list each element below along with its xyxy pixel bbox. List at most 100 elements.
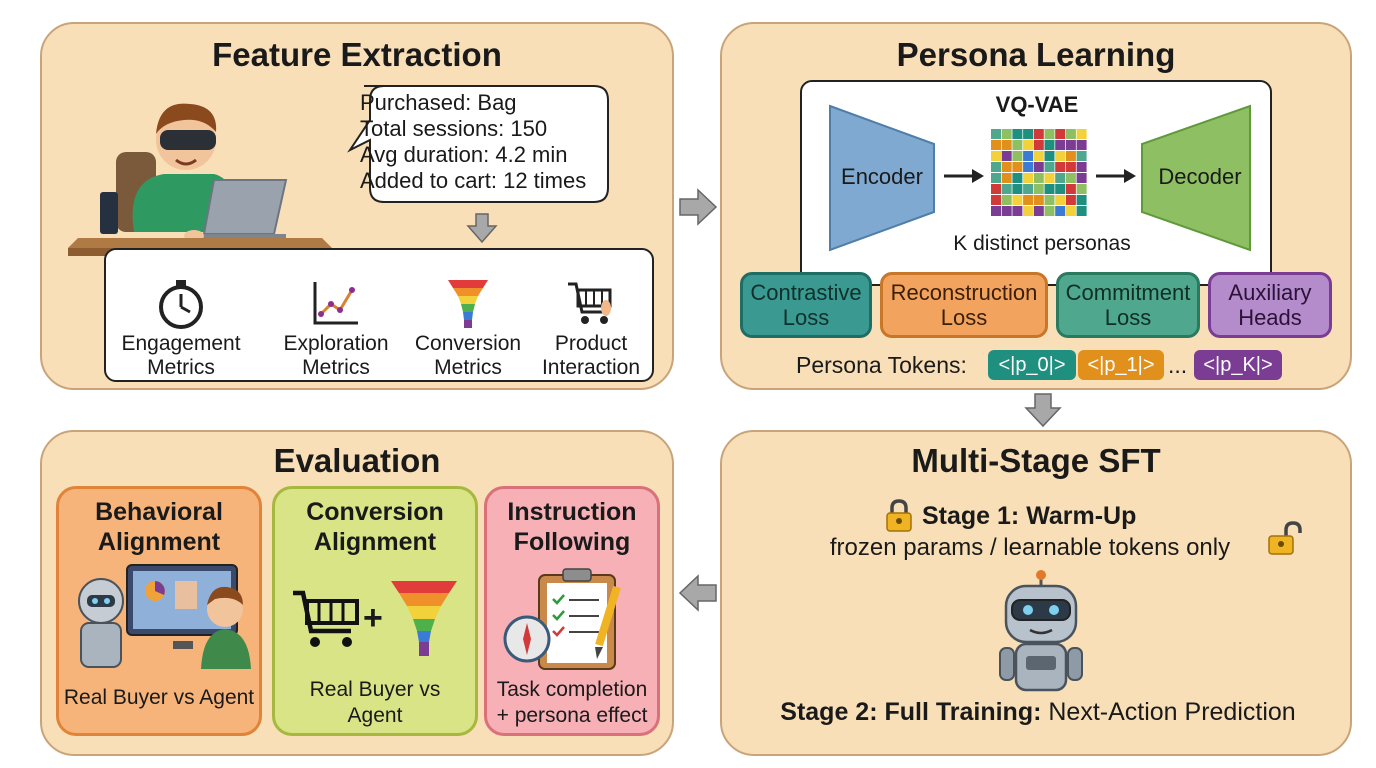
metric-label-line: Metrics bbox=[147, 356, 215, 379]
codebook-cell bbox=[1044, 162, 1055, 172]
codebook-cell bbox=[1055, 140, 1066, 150]
codebook-cell bbox=[1012, 173, 1023, 183]
left-arrow-icon bbox=[678, 574, 717, 612]
multi-stage-sft-title: Multi-Stage SFT bbox=[911, 442, 1161, 479]
persona-learning-panel: Persona Learning VQ-VAE Encoder Decoder … bbox=[720, 22, 1352, 390]
codebook-cell bbox=[1044, 173, 1055, 183]
metric-label-conversion: Conversion Metrics bbox=[404, 332, 532, 380]
codebook-cell bbox=[1076, 162, 1087, 172]
card-title-line: Alignment bbox=[97, 528, 221, 556]
codebook-cell bbox=[991, 129, 1001, 139]
codebook-cell bbox=[1023, 184, 1034, 194]
codebook-cell bbox=[1023, 195, 1034, 205]
funnel-icon bbox=[391, 581, 457, 656]
codebook-cell bbox=[1055, 206, 1066, 216]
persona-token: <|p_0|> bbox=[988, 350, 1076, 380]
codebook-cell bbox=[1023, 151, 1034, 161]
codebook-cell bbox=[1012, 195, 1023, 205]
codebook-cell bbox=[1044, 151, 1055, 161]
down-arrow-icon bbox=[466, 213, 498, 244]
codebook-cell bbox=[1001, 140, 1012, 150]
robot-illustration bbox=[999, 570, 1083, 692]
codebook-cell bbox=[1065, 195, 1076, 205]
codebook-cell bbox=[1076, 184, 1087, 194]
codebook-cell bbox=[1001, 206, 1012, 216]
loss-label-line: Reconstruction bbox=[890, 280, 1038, 305]
codebook-cell bbox=[1033, 184, 1044, 194]
user-with-laptop-illustration bbox=[68, 103, 332, 256]
vqvae-box: VQ-VAE Encoder Decoder K distinct person… bbox=[800, 80, 1272, 286]
right-arrow-icon bbox=[679, 188, 718, 226]
bubble-line: Avg duration: 4.2 min bbox=[360, 142, 568, 167]
line-chart-icon bbox=[313, 282, 358, 325]
card-caption: Task completion + persona effect bbox=[487, 677, 657, 729]
codebook-cell bbox=[1001, 162, 1012, 172]
card-caption-line: + persona effect bbox=[496, 704, 648, 727]
metric-label-exploration: Exploration Metrics bbox=[266, 332, 406, 380]
codebook-cell bbox=[1076, 195, 1087, 205]
stage2-line: Stage 2: Full Training: Next-Action Pred… bbox=[742, 698, 1334, 727]
codebook-cell bbox=[1055, 173, 1066, 183]
down-arrow-icon bbox=[1024, 393, 1062, 428]
unlock-icon bbox=[1268, 521, 1302, 555]
loss-label-line: Contrastive bbox=[750, 280, 862, 305]
codebook-cell bbox=[1033, 129, 1044, 139]
codebook-cell bbox=[1055, 162, 1066, 172]
codebook-cell bbox=[1023, 162, 1034, 172]
metric-label-line: Metrics bbox=[434, 356, 502, 379]
codebook-cell bbox=[1055, 184, 1066, 194]
codebook-cell bbox=[1012, 140, 1023, 150]
persona-learning-title: Persona Learning bbox=[896, 36, 1176, 73]
metric-label-engagement: Engagement Metrics bbox=[110, 332, 252, 380]
multi-stage-sft-panel: Multi-Stage SFT Stage 1: Warm-Up frozen … bbox=[720, 430, 1352, 756]
codebook-cell bbox=[1065, 151, 1076, 161]
robot-and-buyer-illustration bbox=[78, 564, 251, 669]
codebook-cell bbox=[991, 206, 1001, 216]
codebook-cell bbox=[1065, 173, 1076, 183]
metrics-box: Engagement Metrics Exploration Metrics C… bbox=[104, 248, 654, 382]
feature-extraction-title: Feature Extraction bbox=[212, 36, 502, 73]
card-title: Behavioral Alignment bbox=[59, 497, 259, 557]
metric-label-line: Engagement bbox=[121, 332, 241, 355]
arrow-right-icon bbox=[1096, 169, 1136, 183]
card-title-line: Alignment bbox=[313, 528, 437, 556]
metric-label-line: Exploration bbox=[283, 332, 389, 355]
persona-token: <|p_K|> bbox=[1194, 350, 1282, 380]
persona-tokens-label: Persona Tokens: bbox=[796, 352, 967, 378]
codebook-cell bbox=[1023, 173, 1034, 183]
codebook-cell bbox=[1065, 140, 1076, 150]
stopwatch-icon bbox=[159, 280, 203, 329]
codebook-cell bbox=[1023, 129, 1034, 139]
codebook-cell bbox=[991, 151, 1001, 161]
persona-token: <|p_1|> bbox=[1078, 350, 1164, 380]
codebook-cell bbox=[991, 184, 1001, 194]
codebook-cell bbox=[1012, 151, 1023, 161]
behavioral-alignment-card: Behavioral Alignment Real Buyer vs Agent bbox=[56, 486, 262, 736]
lock-icon bbox=[886, 499, 912, 532]
card-caption: Real Buyer vs Agent bbox=[275, 677, 475, 729]
loss-label-line: Auxiliary bbox=[1228, 280, 1312, 305]
funnel-icon bbox=[448, 280, 488, 328]
stage2-title: Stage 2: Full Training: bbox=[780, 698, 1042, 726]
loss-label-line: Loss bbox=[1104, 305, 1152, 330]
codebook-cell bbox=[1023, 140, 1034, 150]
codebook-cell bbox=[1001, 151, 1012, 161]
card-title: Conversion Alignment bbox=[275, 497, 475, 557]
stage1-description: frozen params / learnable tokens only bbox=[829, 534, 1231, 561]
codebook-cell bbox=[1012, 129, 1023, 139]
codebook-cell bbox=[1001, 173, 1012, 183]
metric-label-line: Product bbox=[554, 332, 628, 355]
feature-extraction-panel: Feature Extraction Purchased: Bag Total … bbox=[40, 22, 674, 390]
metric-label-line: Metrics bbox=[302, 356, 370, 379]
evaluation-title: Evaluation bbox=[273, 442, 441, 479]
codebook-cell bbox=[1044, 140, 1055, 150]
codebook-cell bbox=[1065, 184, 1076, 194]
card-caption: Real Buyer vs Agent bbox=[63, 686, 255, 709]
card-title-line: Instruction bbox=[507, 498, 637, 526]
metric-label-line: Conversion bbox=[414, 332, 522, 355]
plus-sign: + bbox=[363, 599, 383, 637]
